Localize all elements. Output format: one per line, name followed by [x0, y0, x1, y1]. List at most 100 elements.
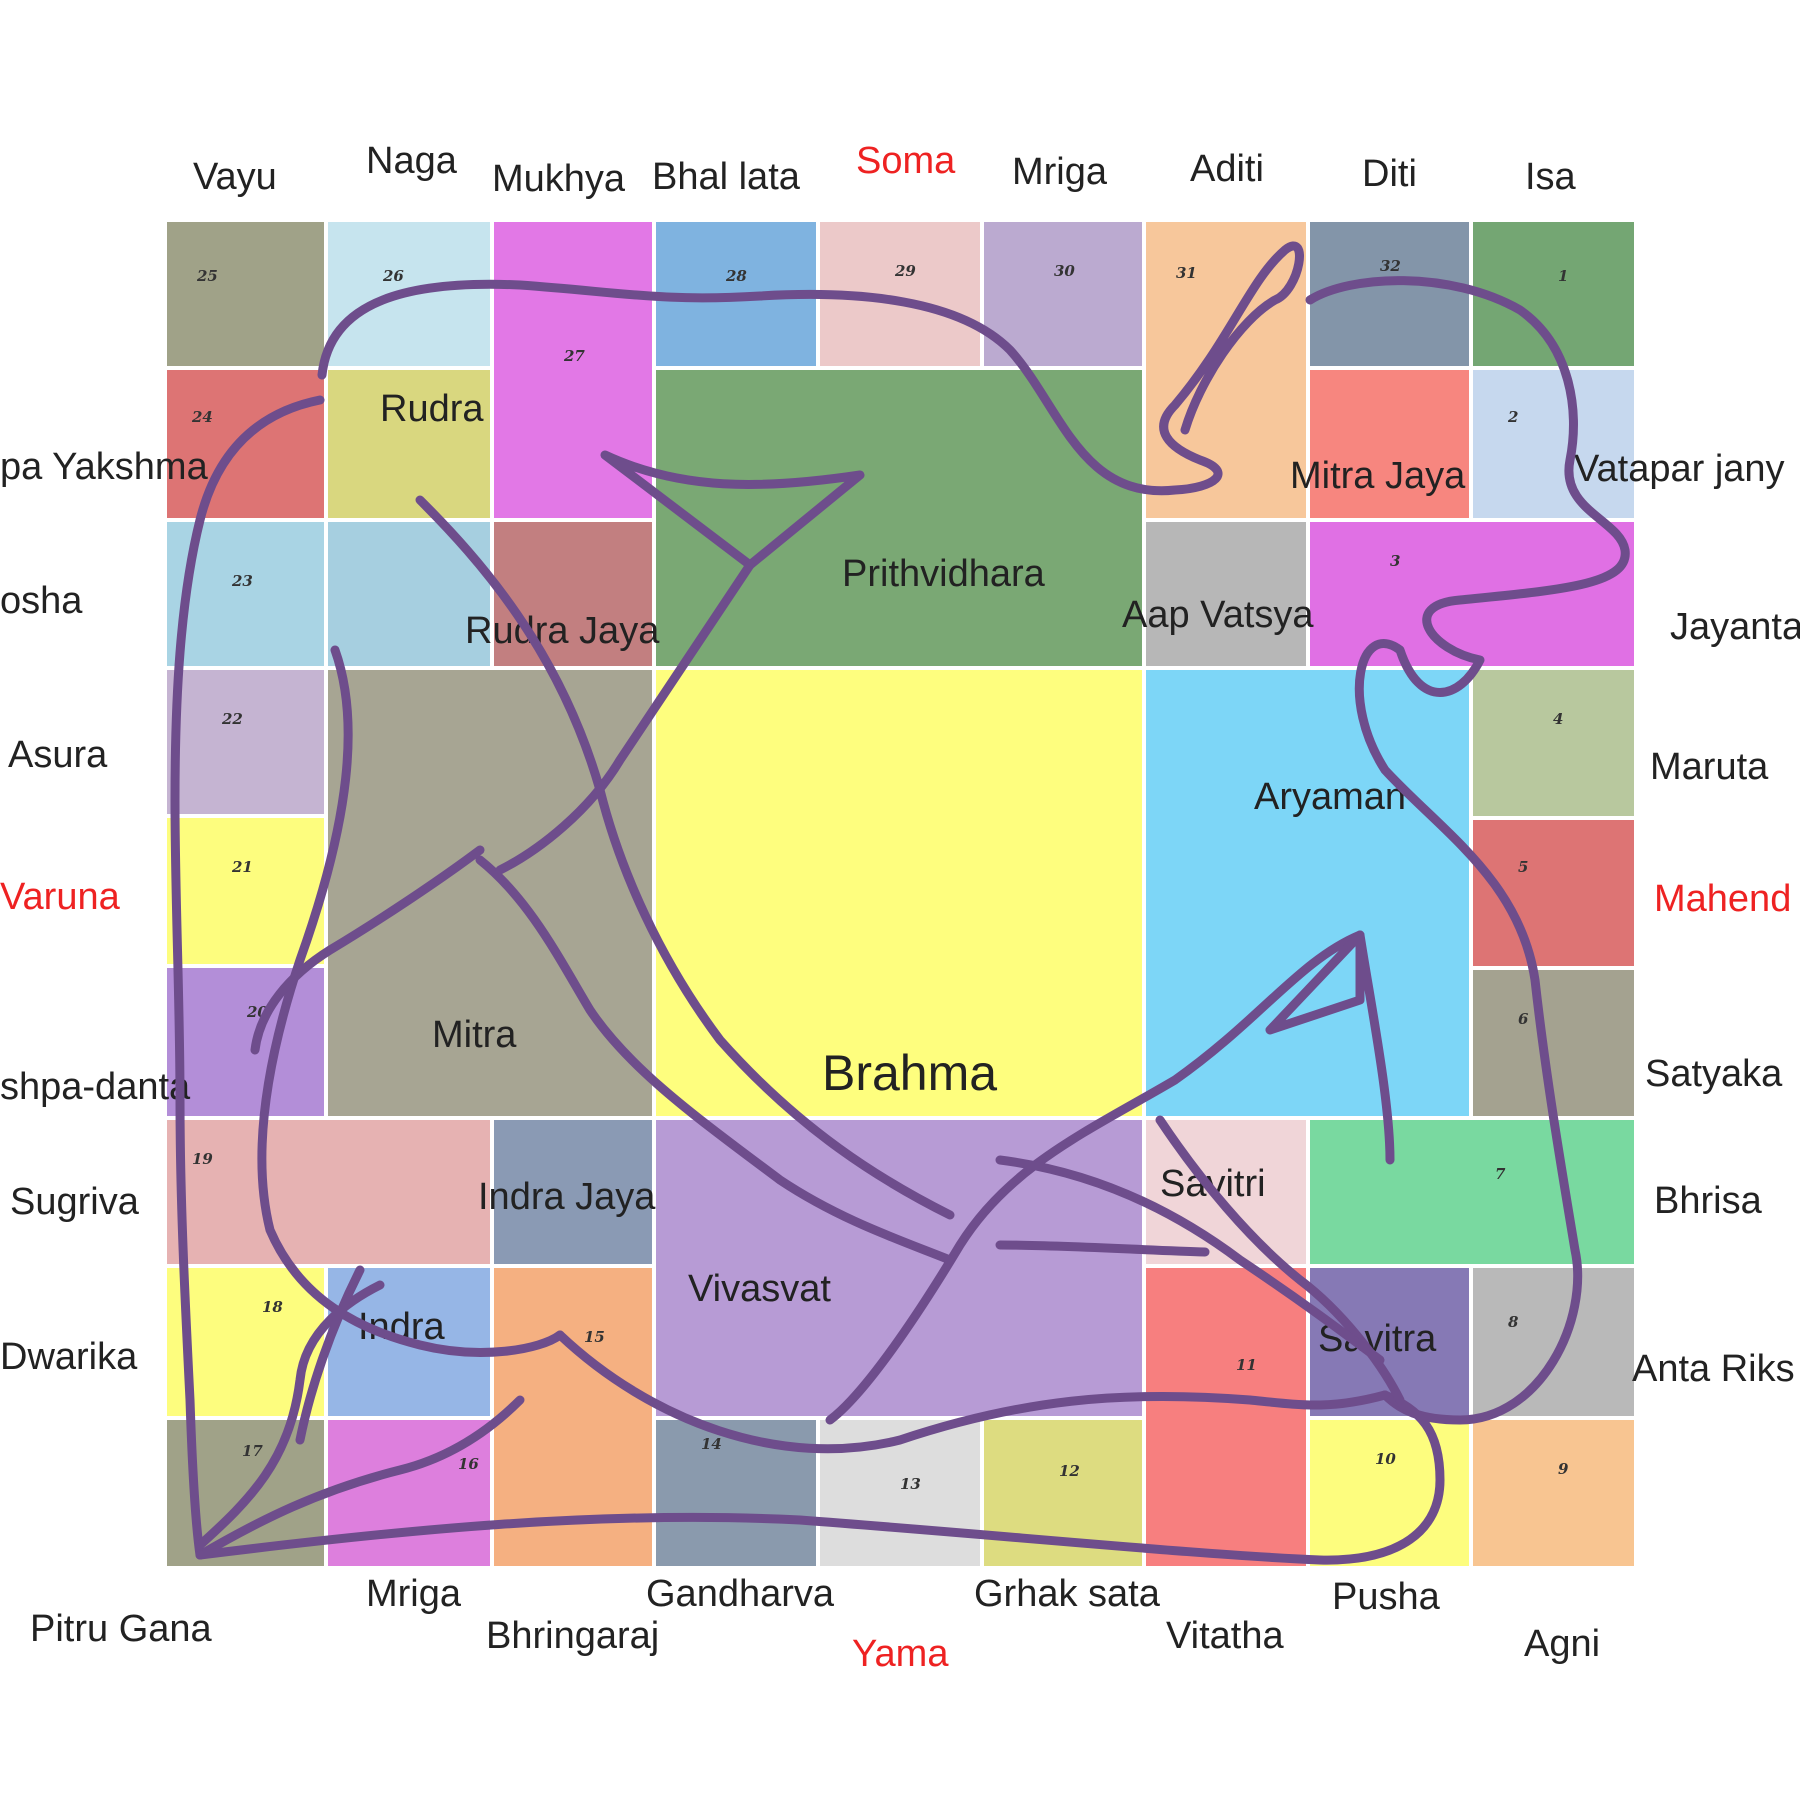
- cell-19: 19: [165, 1118, 492, 1266]
- outer-label-mukhya: Mukhya: [492, 158, 626, 200]
- deity-label-mitra: Mitra: [432, 1014, 517, 1056]
- cell-number: 29: [895, 262, 916, 280]
- outer-label-isa: Isa: [1525, 156, 1576, 198]
- cell-2: 2: [1471, 368, 1636, 520]
- outer-label-vayu: Vayu: [193, 156, 277, 198]
- cell-30: 30: [982, 220, 1144, 368]
- deity-label-savitri: Savitri: [1160, 1163, 1266, 1205]
- outer-label-asura: Asura: [8, 734, 108, 776]
- outer-label-agni: Agni: [1524, 1623, 1601, 1665]
- outer-label-diti: Diti: [1362, 153, 1417, 195]
- cell-31: 31: [1144, 220, 1308, 520]
- deity-label-rudra: Rudra: [380, 388, 484, 430]
- outer-label-pa-yakshma: pa Yakshma: [0, 446, 208, 488]
- outer-label-bhal-lata: Bhal lata: [652, 156, 800, 198]
- cell-number: 1: [1558, 267, 1569, 285]
- outer-label-maruta: Maruta: [1650, 746, 1769, 788]
- outer-label-mriga-top: Mriga: [1012, 151, 1108, 193]
- cell-26: 26: [326, 220, 492, 368]
- cell-32: 32: [1308, 220, 1471, 368]
- cell-number: 14: [701, 1435, 722, 1453]
- cell-number: 16: [458, 1455, 479, 1473]
- outer-label-satyaka: Satyaka: [1645, 1053, 1783, 1095]
- outer-label-varuna: Varuna: [0, 876, 120, 918]
- cell-aryaman: [1144, 668, 1471, 1118]
- cell-number: 5: [1518, 858, 1529, 876]
- cell-number: 21: [232, 858, 253, 876]
- cell-prithvidhara: [654, 368, 1144, 668]
- cell-8: 8: [1471, 1266, 1636, 1418]
- deity-label-indra-jaya: Indra Jaya: [478, 1176, 656, 1218]
- deity-label-rudra-jaya: Rudra Jaya: [465, 610, 660, 652]
- deity-label-aryaman: Aryaman: [1254, 776, 1407, 818]
- cell-number: 19: [192, 1150, 213, 1168]
- cell-18: 18: [165, 1266, 326, 1418]
- outer-label-bhrisa: Bhrisa: [1654, 1180, 1762, 1222]
- outer-label-osha: osha: [0, 580, 83, 622]
- outer-label-shpa-danta: shpa-danta: [0, 1066, 191, 1108]
- outer-label-anta-riks: Anta Riks: [1632, 1348, 1795, 1390]
- outer-label-pusha: Pusha: [1332, 1576, 1440, 1618]
- cell-number: 2: [1508, 408, 1519, 426]
- deity-label-prithvidhara: Prithvidhara: [842, 553, 1045, 595]
- cell-5: 5: [1471, 818, 1636, 968]
- cell-9: 9: [1471, 1418, 1636, 1568]
- cell-3: 3: [1308, 520, 1636, 668]
- outer-label-grhak-sata: Grhak sata: [974, 1573, 1160, 1615]
- outer-label-jayanta: Jayanta: [1670, 606, 1800, 648]
- outer-label-bhringaraj: Bhringaraj: [486, 1615, 660, 1657]
- cell-number: 9: [1558, 1460, 1569, 1478]
- cell-22: 22: [165, 668, 326, 816]
- cell-14: 14: [654, 1418, 818, 1568]
- cell-12: 12: [982, 1418, 1144, 1568]
- deity-label-aap-vatsya: Aap Vatsya: [1122, 594, 1314, 636]
- cell-23: 23: [165, 520, 326, 668]
- outer-label-vitatha: Vitatha: [1166, 1615, 1284, 1657]
- cell-number: 4: [1553, 710, 1564, 728]
- outer-label-dwarika: Dwarika: [0, 1336, 138, 1378]
- cell-21: 21: [165, 816, 326, 966]
- outer-label-pitru-gana: Pitru Gana: [30, 1608, 212, 1650]
- outer-label-mahend: Mahend: [1654, 878, 1792, 920]
- cell-number: 32: [1380, 257, 1401, 275]
- cell-1: 1: [1471, 220, 1636, 368]
- cell-27: 27: [492, 220, 654, 520]
- cell-number: 11: [1236, 1356, 1257, 1374]
- deity-label-indra: Indra: [358, 1306, 445, 1348]
- outer-label-soma: Soma: [856, 140, 956, 182]
- cell-10: 10: [1308, 1418, 1471, 1568]
- cell-number: 25: [197, 267, 218, 285]
- outer-label-naga: Naga: [366, 140, 457, 182]
- cell-number: 22: [222, 710, 243, 728]
- cell-number: 10: [1375, 1450, 1396, 1468]
- cell-7: 7: [1308, 1118, 1636, 1266]
- cell-25: 25: [165, 220, 326, 368]
- cell-number: 7: [1495, 1165, 1506, 1183]
- cell-number: 20: [247, 1003, 268, 1021]
- cell-4: 4: [1471, 668, 1636, 818]
- deity-label-brahma: Brahma: [822, 1045, 998, 1101]
- cell-29: 29: [818, 220, 982, 368]
- cell-number: 3: [1390, 552, 1401, 570]
- cell-24: 24: [165, 368, 326, 520]
- cell-number: 13: [900, 1475, 921, 1493]
- cell-28: 28: [654, 220, 818, 368]
- cell-mitra-jaya: [1308, 368, 1471, 520]
- cell-number: 12: [1059, 1462, 1080, 1480]
- deity-label-savitra: Savitra: [1318, 1318, 1437, 1360]
- outer-label-vatapar-jany: Vatapar jany: [1574, 448, 1785, 490]
- deity-label-vivasvat: Vivasvat: [688, 1268, 831, 1310]
- cell-number: 17: [242, 1442, 263, 1460]
- cell-number: 27: [564, 347, 585, 365]
- cell-number: 8: [1508, 1313, 1519, 1331]
- outer-label-mriga-bottom: Mriga: [366, 1573, 462, 1615]
- cell-number: 31: [1176, 264, 1197, 282]
- outer-label-gandharva: Gandharva: [646, 1573, 835, 1615]
- outer-label-yama: Yama: [852, 1633, 949, 1675]
- cell-11: 11: [1144, 1266, 1308, 1568]
- cell-15: 15: [492, 1266, 654, 1568]
- cell-number: 6: [1518, 1010, 1529, 1028]
- cell-16: 16: [326, 1418, 492, 1568]
- cell-number: 26: [383, 267, 404, 285]
